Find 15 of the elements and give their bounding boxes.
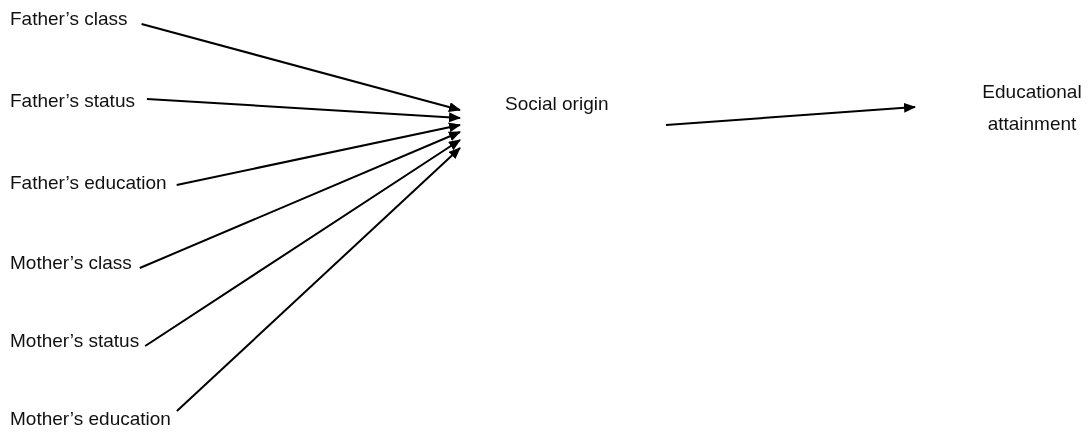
arrow [140, 23, 461, 112]
node-label: Father’s class [10, 8, 128, 30]
node-label: Mother’s class [10, 252, 132, 274]
arrow [138, 131, 461, 269]
node-label: Educational attainment [981, 80, 1083, 136]
node-label: Social origin [505, 93, 610, 115]
arrow [145, 98, 461, 123]
arrow [175, 147, 461, 412]
node-label: Father’s status [10, 90, 135, 112]
arrow [665, 102, 916, 126]
node-label: Mother’s status [10, 330, 140, 352]
arrow [175, 122, 461, 186]
node-label: Father’s education [10, 172, 167, 194]
node-label: Mother’s education [10, 408, 171, 430]
arrow [144, 139, 461, 347]
